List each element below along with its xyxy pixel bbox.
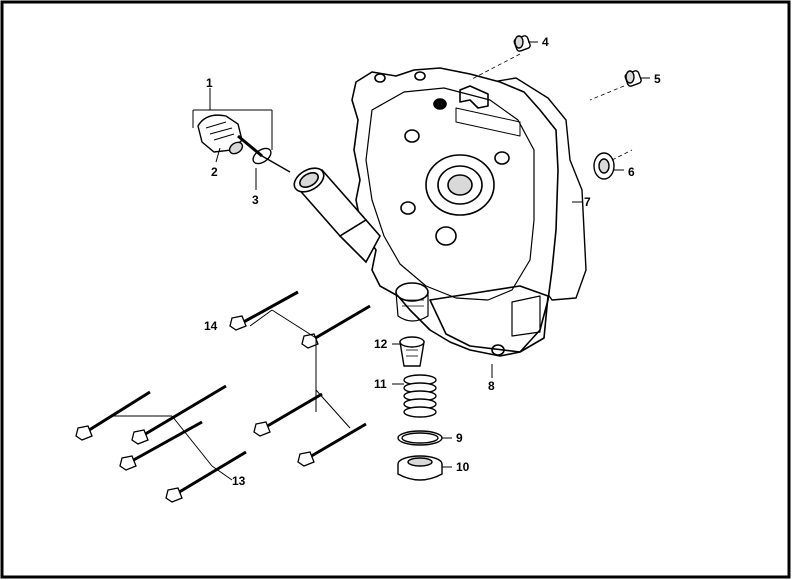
strainer-assembly bbox=[397, 336, 443, 481]
part-label-1: 1 bbox=[206, 76, 213, 90]
part-label-12: 12 bbox=[374, 337, 388, 351]
part-label-13: 13 bbox=[232, 474, 246, 488]
part-label-11: 11 bbox=[374, 377, 387, 391]
crankcase-cover bbox=[351, 67, 587, 357]
part-label-4: 4 bbox=[542, 35, 549, 49]
part-label-3: 3 bbox=[252, 193, 259, 207]
part-label-2: 2 bbox=[211, 165, 218, 179]
bolts bbox=[75, 290, 371, 503]
part-label-7: 7 bbox=[584, 195, 591, 209]
part-label-10: 10 bbox=[456, 460, 470, 474]
filler-neck bbox=[293, 167, 381, 264]
dipstick-assembly bbox=[197, 114, 291, 173]
part-label-14: 14 bbox=[204, 319, 218, 333]
dowel-pins bbox=[469, 35, 642, 101]
part-label-5: 5 bbox=[654, 72, 661, 86]
leader-lines bbox=[112, 41, 650, 481]
part-labels: 1 2 3 4 5 6 7 8 9 10 11 12 13 14 bbox=[204, 35, 661, 488]
part-label-9: 9 bbox=[456, 431, 463, 445]
part-label-8: 8 bbox=[488, 379, 495, 393]
part-label-6: 6 bbox=[628, 165, 635, 179]
oil-seal bbox=[593, 149, 633, 180]
